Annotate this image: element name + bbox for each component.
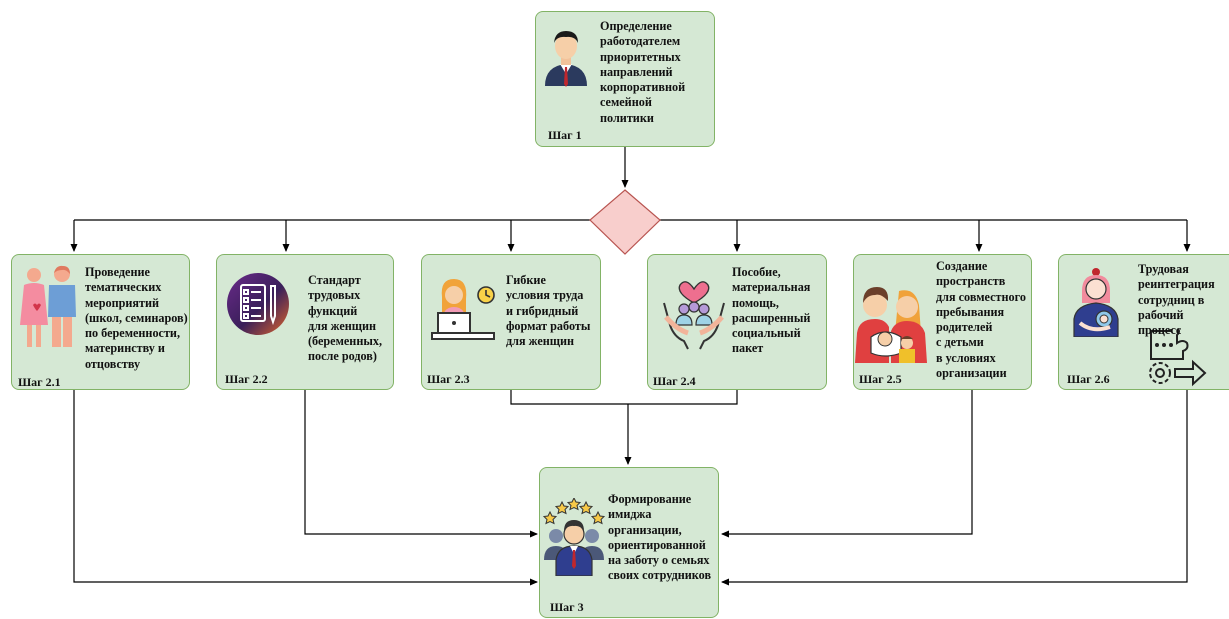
step-2-1-box: Проведение тематических мероприятий (шко… [11, 254, 190, 390]
step-2-4-text: Пособие, материальная помощь, расширенны… [732, 265, 811, 356]
step-2-2-label: Шаг 2.2 [225, 372, 268, 386]
step-2-1-text: Проведение тематических мероприятий (шко… [85, 265, 188, 371]
arrow-step-2-6-to-step3 [721, 390, 1188, 586]
step-2-5-text: Создание пространств для совместного пре… [936, 259, 1026, 381]
step-3-text: Формирование имиджа организации, ориенти… [608, 492, 712, 583]
hands-family-heart-icon [663, 281, 725, 350]
step-2-4-label: Шаг 2.4 [653, 374, 696, 388]
step-2-3-text: Гибкие условия труда и гибридный формат … [506, 273, 591, 349]
arrow-step-2-5-to-step3 [721, 390, 973, 538]
team-leader-stars-icon [542, 498, 606, 576]
arrow-step-2-1-to-step3 [73, 390, 538, 586]
puzzle-gear-arrow-icon [1149, 329, 1207, 387]
merge-2-3-2-4 [510, 390, 738, 405]
checklist-icon [227, 273, 289, 335]
step-2-6-box: Трудовая реинтеграция сотрудниц в рабочи… [1058, 254, 1229, 390]
businessman-icon [545, 31, 587, 87]
step-2-3-label: Шаг 2.3 [427, 372, 470, 386]
step-2-6-text: Трудовая реинтеграция сотрудниц в рабочи… [1138, 262, 1215, 338]
step-2-3-box: Гибкие условия труда и гибридный формат … [421, 254, 601, 390]
step-2-2-box: Стандарт трудовых функций для женщин (бе… [216, 254, 394, 390]
pregnant-couple-icon [20, 265, 76, 347]
step-2-2-text: Стандарт трудовых функций для женщин (бе… [308, 273, 382, 364]
step-3-label: Шаг 3 [550, 600, 584, 614]
step-2-6-label: Шаг 2.6 [1067, 372, 1110, 386]
decision-diamond [589, 189, 661, 255]
step-3-box: Формирование имиджа организации, ориенти… [539, 467, 719, 618]
step-1-text: Определение работодателем приоритетных н… [600, 19, 686, 125]
step-2-5-box: Создание пространств для совместного пре… [853, 254, 1032, 390]
step-1-box: Определение работодателем приоритетных н… [535, 11, 715, 147]
step-2-1-label: Шаг 2.1 [18, 375, 61, 389]
arrow-step-2-2-to-step3 [304, 390, 538, 538]
step-1-label: Шаг 1 [548, 128, 582, 142]
family-with-baby-icon [855, 287, 927, 363]
step-2-4-box: Пособие, материальная помощь, расширенны… [647, 254, 827, 390]
step-2-5-label: Шаг 2.5 [859, 372, 902, 386]
mother-baby-icon [1073, 268, 1119, 337]
woman-laptop-clock-icon [431, 279, 495, 340]
